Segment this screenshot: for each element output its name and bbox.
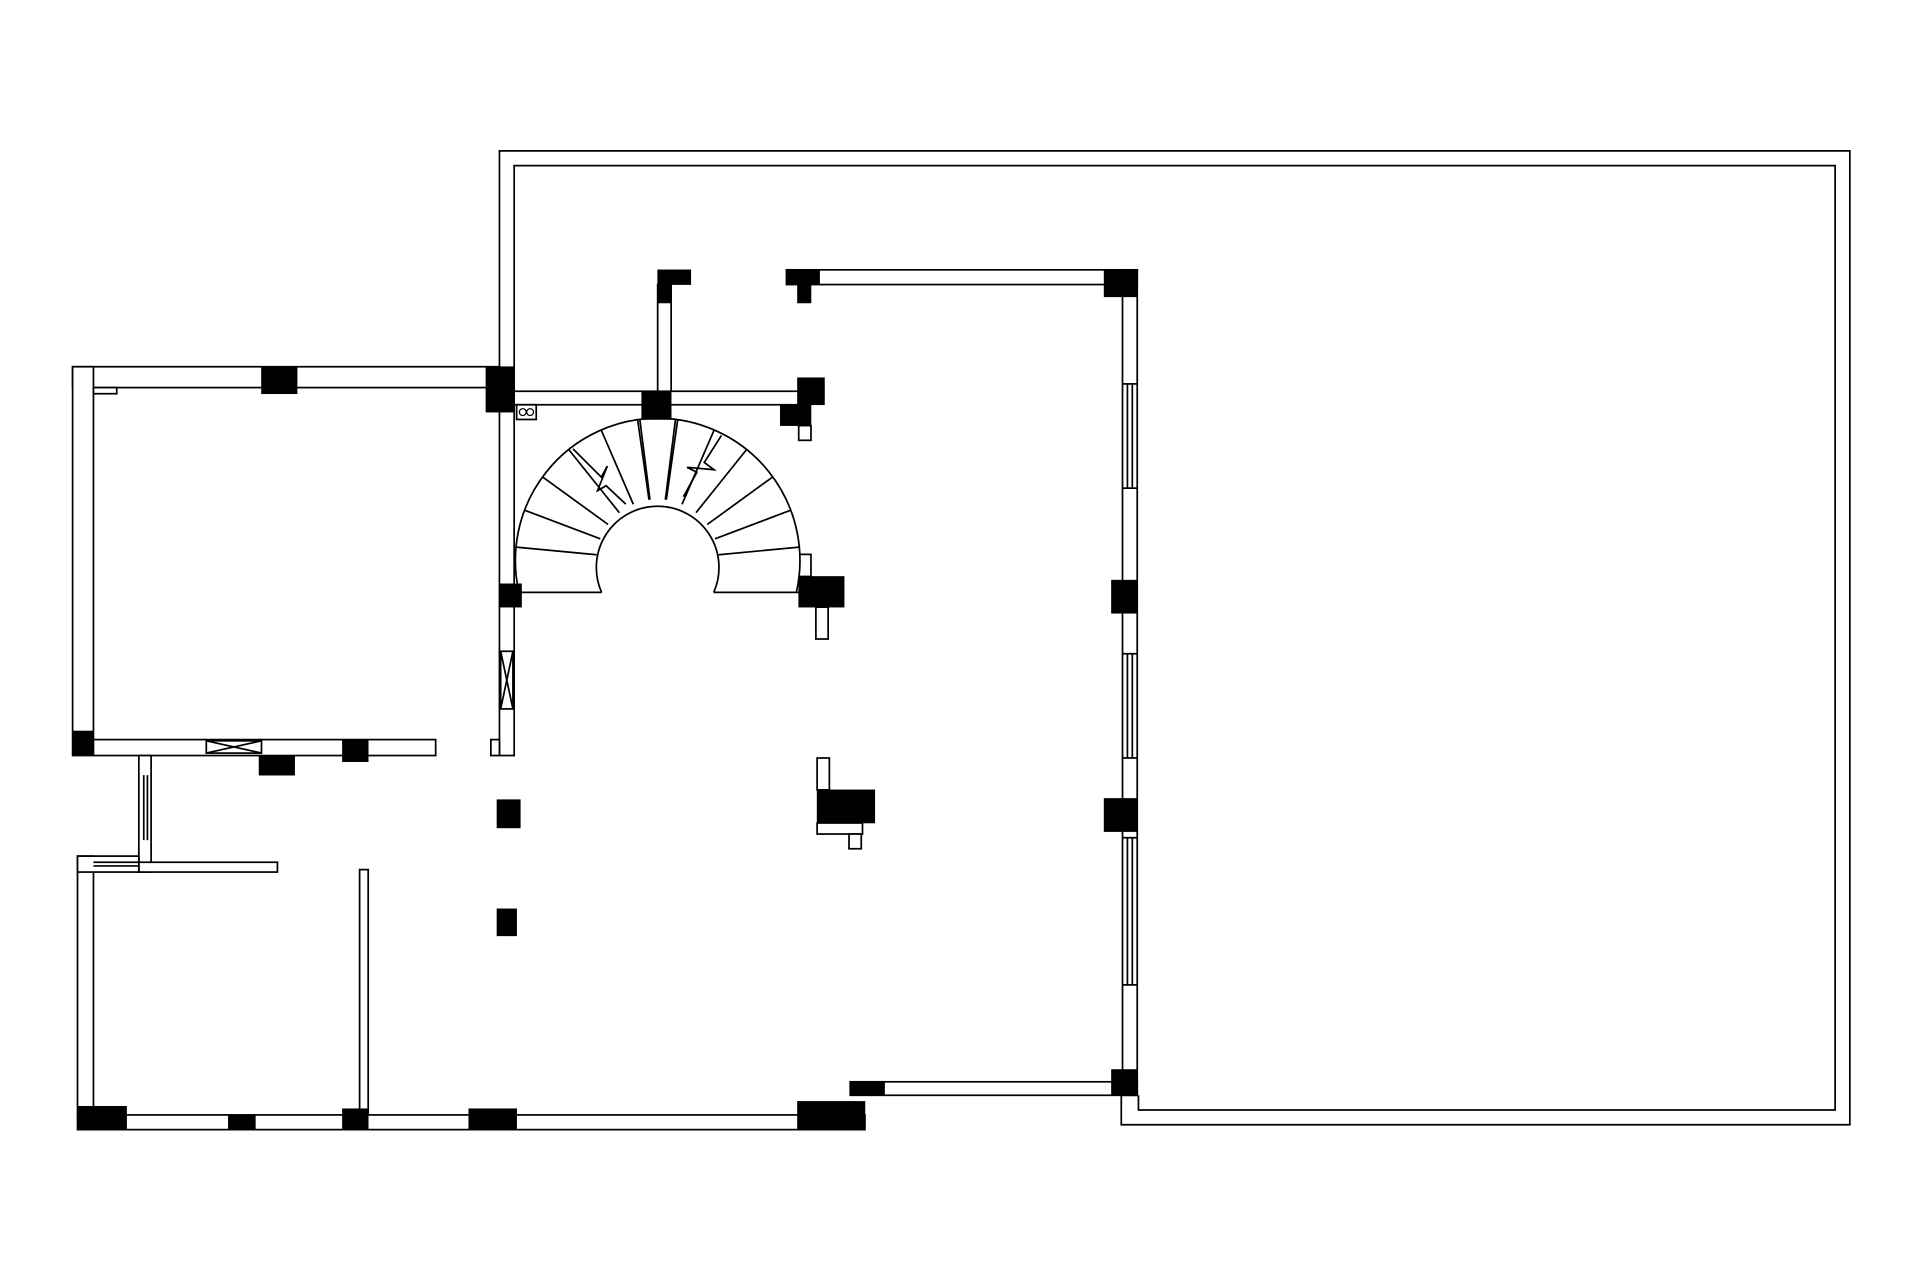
- column: [798, 576, 845, 608]
- column: [657, 269, 692, 285]
- column: [1111, 1069, 1138, 1096]
- wall-middle-left: [92, 738, 437, 757]
- column: [261, 366, 298, 395]
- stair-tread: [515, 546, 597, 556]
- column: [849, 1081, 885, 1096]
- wall-south-east: [849, 1080, 1139, 1097]
- wall-stub: [489, 738, 501, 757]
- wall-partition-lower: [137, 861, 279, 873]
- column: [1103, 798, 1138, 832]
- stair-tread: [695, 448, 748, 514]
- column: [641, 390, 672, 420]
- column: [1103, 269, 1138, 298]
- wall-stub: [816, 822, 864, 835]
- stair-tread: [681, 429, 715, 505]
- column: [816, 789, 876, 824]
- wall-stub: [816, 757, 831, 791]
- wall-stub: [797, 424, 812, 442]
- column: [499, 583, 522, 608]
- column: [72, 730, 94, 756]
- column: [228, 1114, 256, 1130]
- wall-stub: [848, 833, 863, 850]
- column: [657, 284, 672, 304]
- stair-tread: [714, 509, 792, 540]
- door-cross: [206, 739, 262, 754]
- column: [485, 366, 515, 413]
- stair-outer-edge: [514, 417, 801, 593]
- column: [342, 1108, 369, 1130]
- column: [1111, 579, 1138, 614]
- stair-tread: [665, 419, 679, 500]
- wall-west-lower: [76, 855, 95, 1116]
- stair-tread: [706, 476, 774, 526]
- stair-inner-edge: [595, 505, 720, 593]
- column: [258, 755, 295, 776]
- column: [77, 1106, 127, 1130]
- stair-break-line: [572, 448, 627, 505]
- column: [797, 284, 812, 304]
- door-cross: [499, 651, 514, 710]
- stair-tread: [524, 509, 601, 540]
- wall-north-main: [785, 268, 1139, 286]
- wall-outlines: [71, 150, 1851, 1131]
- column: [496, 799, 521, 829]
- stair-tread: [718, 546, 800, 556]
- wall-stub: [815, 606, 830, 640]
- stair-tread: [542, 476, 609, 526]
- stair-tread: [636, 419, 650, 500]
- stair-tread: [600, 429, 635, 505]
- column: [780, 404, 812, 426]
- wall-interior-vertical: [358, 868, 370, 1116]
- wall-lower-top: [76, 855, 140, 873]
- wall-east-main: [1121, 268, 1139, 1097]
- outlet-icon: [526, 408, 535, 417]
- column: [786, 269, 820, 285]
- terrace-inner-edge: [513, 164, 1836, 1111]
- wall-west-upper: [71, 365, 95, 757]
- terrace-outer-edge: [498, 150, 1851, 1126]
- stair-break-line: [682, 434, 723, 498]
- wall-notch: [92, 386, 118, 395]
- column: [797, 1101, 866, 1130]
- stair-tread: [568, 448, 620, 514]
- stair-tread: [638, 419, 651, 500]
- stair-tread: [664, 419, 677, 500]
- structural-columns: [72, 269, 1138, 1130]
- column: [797, 377, 825, 406]
- column: [468, 1108, 517, 1130]
- wall-partition: [137, 754, 152, 873]
- column: [496, 908, 517, 937]
- spiral-staircase: [514, 417, 801, 594]
- column: [342, 739, 369, 762]
